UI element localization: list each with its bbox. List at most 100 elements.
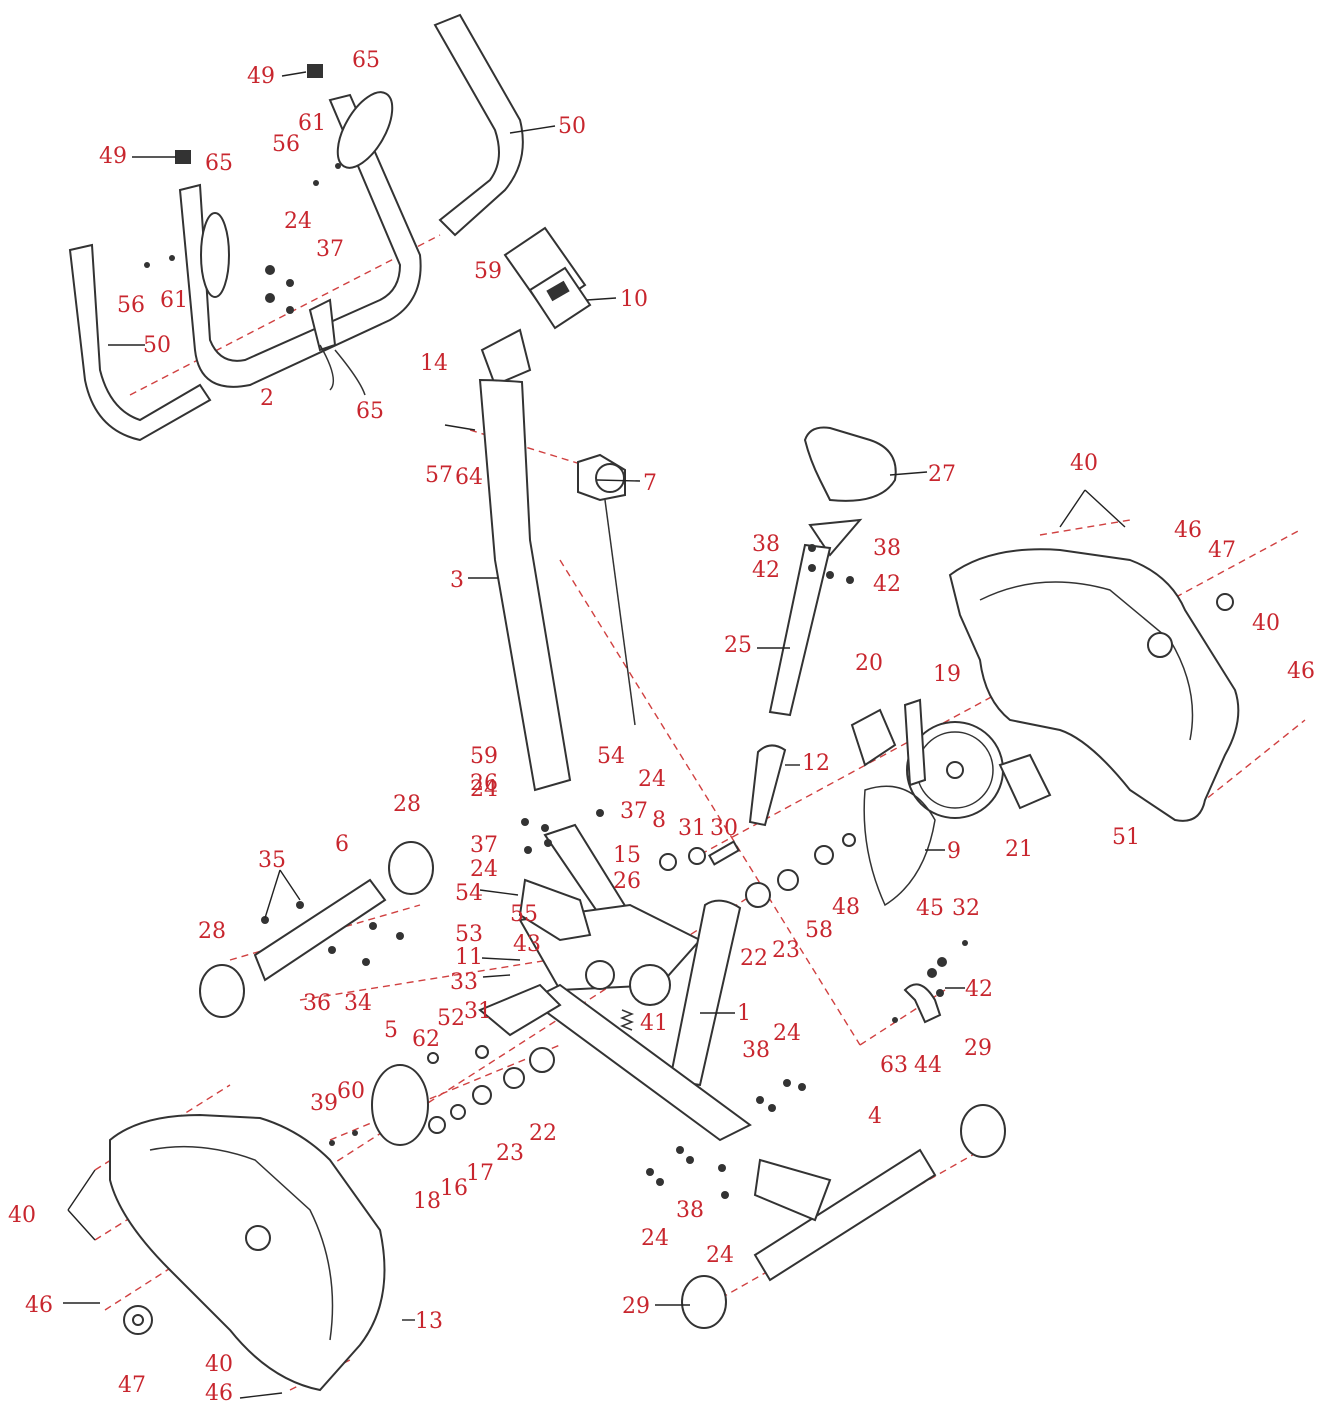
label-51: 51 bbox=[1112, 825, 1140, 850]
label-46: 46 bbox=[205, 1381, 233, 1406]
label-35: 35 bbox=[258, 848, 286, 873]
seat-assembly bbox=[748, 426, 897, 827]
drive-assembly bbox=[850, 698, 1052, 907]
label-10: 10 bbox=[620, 287, 648, 312]
label-25: 25 bbox=[724, 633, 752, 658]
label-31: 31 bbox=[464, 999, 492, 1024]
label-37: 37 bbox=[470, 833, 498, 858]
label-16: 16 bbox=[440, 1176, 468, 1201]
label-39: 39 bbox=[310, 1091, 338, 1116]
label-61: 61 bbox=[160, 288, 188, 313]
label-40: 40 bbox=[205, 1352, 233, 1377]
label-50: 50 bbox=[143, 333, 171, 358]
label-52: 52 bbox=[437, 1006, 465, 1031]
label-9: 9 bbox=[947, 839, 961, 864]
label-6: 6 bbox=[335, 832, 349, 857]
label-24: 24 bbox=[284, 209, 312, 234]
label-48: 48 bbox=[832, 895, 860, 920]
label-34: 34 bbox=[344, 991, 372, 1016]
label-33: 33 bbox=[450, 970, 478, 995]
label-14: 14 bbox=[420, 351, 448, 376]
label-29: 29 bbox=[622, 1294, 650, 1319]
label-47: 47 bbox=[118, 1373, 146, 1398]
label-27: 27 bbox=[928, 462, 956, 487]
label-38: 38 bbox=[742, 1038, 770, 1063]
label-56: 56 bbox=[117, 293, 145, 318]
label-12: 12 bbox=[802, 751, 830, 776]
label-40: 40 bbox=[1070, 451, 1098, 476]
label-59: 59 bbox=[474, 259, 502, 284]
label-26: 26 bbox=[613, 869, 641, 894]
label-24: 24 bbox=[470, 857, 498, 882]
label-54: 54 bbox=[455, 881, 483, 906]
label-23: 23 bbox=[496, 1141, 524, 1166]
label-59: 59 bbox=[470, 744, 498, 769]
label-24: 24 bbox=[773, 1021, 801, 1046]
label-4: 4 bbox=[868, 1104, 882, 1129]
label-49: 49 bbox=[99, 144, 127, 169]
label-50: 50 bbox=[558, 114, 586, 139]
right-cover bbox=[948, 548, 1240, 822]
label-1: 1 bbox=[737, 1001, 751, 1026]
label-61: 61 bbox=[298, 111, 326, 136]
label-5: 5 bbox=[384, 1018, 398, 1043]
label-22: 22 bbox=[529, 1121, 557, 1146]
label-22: 22 bbox=[740, 946, 768, 971]
label-3: 3 bbox=[450, 568, 464, 593]
label-38: 38 bbox=[873, 536, 901, 561]
label-65: 65 bbox=[205, 151, 233, 176]
label-62: 62 bbox=[412, 1027, 440, 1052]
label-42: 42 bbox=[965, 977, 993, 1002]
part-number-labels: 49 65 50 61 56 49 65 24 37 56 61 50 2 65… bbox=[8, 48, 1315, 1406]
label-13: 13 bbox=[415, 1309, 443, 1334]
label-57: 57 bbox=[425, 463, 453, 488]
label-23: 23 bbox=[772, 938, 800, 963]
label-2: 2 bbox=[260, 386, 274, 411]
label-32: 32 bbox=[952, 896, 980, 921]
label-40: 40 bbox=[1252, 611, 1280, 636]
label-46: 46 bbox=[1174, 518, 1202, 543]
label-63: 63 bbox=[880, 1053, 908, 1078]
label-43: 43 bbox=[513, 932, 541, 957]
label-54: 54 bbox=[597, 744, 625, 769]
label-38: 38 bbox=[752, 532, 780, 557]
label-56: 56 bbox=[272, 132, 300, 157]
label-15: 15 bbox=[613, 843, 641, 868]
label-60: 60 bbox=[337, 1079, 365, 1104]
label-38: 38 bbox=[676, 1198, 704, 1223]
label-28: 28 bbox=[198, 919, 226, 944]
label-36: 36 bbox=[303, 991, 331, 1016]
label-18: 18 bbox=[413, 1189, 441, 1214]
label-46: 46 bbox=[1287, 659, 1315, 684]
label-24: 24 bbox=[638, 767, 666, 792]
label-24: 24 bbox=[706, 1243, 734, 1268]
label-44: 44 bbox=[914, 1053, 942, 1078]
label-64: 64 bbox=[455, 465, 483, 490]
label-11: 11 bbox=[455, 945, 483, 970]
label-58: 58 bbox=[805, 918, 833, 943]
label-17: 17 bbox=[466, 1161, 494, 1186]
main-frame bbox=[199, 809, 1006, 1329]
label-40: 40 bbox=[8, 1203, 36, 1228]
handlebar-assembly bbox=[68, 13, 524, 442]
label-24: 24 bbox=[470, 777, 498, 802]
label-37: 37 bbox=[620, 799, 648, 824]
label-47: 47 bbox=[1208, 538, 1236, 563]
label-7: 7 bbox=[643, 471, 657, 496]
label-46: 46 bbox=[25, 1293, 53, 1318]
label-20: 20 bbox=[855, 651, 883, 676]
label-28: 28 bbox=[393, 792, 421, 817]
label-45: 45 bbox=[916, 896, 944, 921]
label-42: 42 bbox=[752, 558, 780, 583]
label-49: 49 bbox=[247, 64, 275, 89]
label-42: 42 bbox=[873, 572, 901, 597]
console-and-post bbox=[444, 226, 636, 792]
label-37: 37 bbox=[316, 237, 344, 262]
label-65: 65 bbox=[356, 399, 384, 424]
label-8: 8 bbox=[652, 808, 666, 833]
label-65: 65 bbox=[352, 48, 380, 73]
label-53: 53 bbox=[455, 922, 483, 947]
label-41: 41 bbox=[640, 1011, 668, 1036]
